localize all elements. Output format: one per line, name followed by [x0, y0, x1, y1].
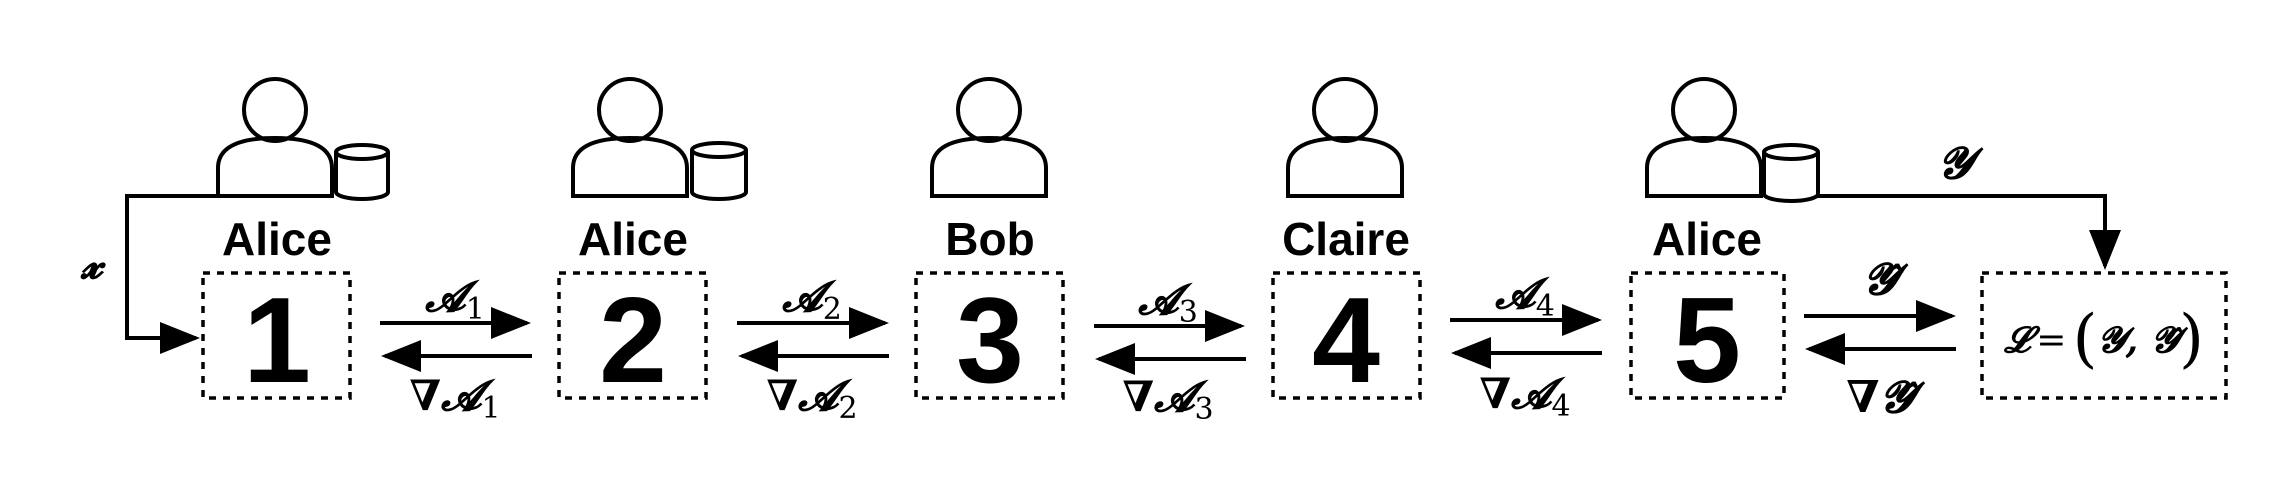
stage-box: [1271, 271, 1422, 400]
backward-gradient-label: ∇𝓐3: [1122, 372, 1213, 427]
link-5-loss: 𝓨̂ ∇𝓨̂: [1804, 254, 1956, 423]
stage-number: 5: [1673, 272, 1741, 408]
stage-number: 3: [956, 272, 1024, 408]
label-path: 𝓨: [1818, 138, 2121, 270]
database-icon: [690, 141, 748, 201]
input-path: 𝔁: [80, 194, 218, 354]
party-4: Claire 4: [1271, 77, 1422, 408]
label-label: 𝓨: [1938, 138, 1984, 189]
backward-prediction-gradient-label: ∇𝓨̂: [1846, 372, 1925, 423]
party-name: Alice: [1652, 213, 1762, 265]
person-icon: [1286, 77, 1404, 198]
database-icon: [1762, 143, 1820, 203]
person-icon: [216, 77, 334, 198]
forward-activation-label: 𝓐3: [1137, 275, 1198, 330]
loss-formula: 𝓛=(𝓨, 𝓨̂): [2003, 302, 2204, 376]
link-2-3: 𝓐2 ∇𝓐2: [737, 272, 889, 426]
input-label: 𝔁: [80, 239, 106, 288]
stage-number: 1: [243, 272, 311, 408]
party-name: Alice: [222, 213, 332, 265]
party-5: Alice 5: [1629, 77, 1820, 408]
person-icon: [571, 77, 689, 198]
forward-activation-label: 𝓐4: [1494, 269, 1555, 324]
stage-box: [201, 271, 352, 400]
link-3-4: 𝓐3 ∇𝓐3: [1094, 275, 1246, 427]
party-3: Bob 3: [914, 77, 1065, 408]
stage-box: [914, 271, 1065, 400]
link-1-2: 𝓐1 ∇𝓐1: [380, 272, 532, 426]
link-4-5: 𝓐4 ∇𝓐4: [1450, 269, 1602, 424]
party-name: Alice: [578, 213, 688, 265]
forward-activation-label: 𝓐1: [424, 272, 485, 327]
backward-gradient-label: ∇𝓐1: [409, 371, 500, 426]
person-icon: [1645, 77, 1763, 198]
loss-box: [1980, 271, 2228, 400]
party-1: Alice 1: [201, 77, 390, 408]
database-icon: [334, 143, 390, 201]
party-name: Claire: [1282, 213, 1410, 265]
backward-gradient-label: ∇𝓐2: [766, 371, 857, 426]
person-icon: [930, 77, 1048, 198]
forward-prediction-label: 𝓨̂: [1863, 254, 1909, 305]
party-name: Bob: [945, 213, 1034, 265]
forward-activation-label: 𝓐2: [781, 272, 842, 327]
stage-box: [557, 271, 708, 400]
stage-box: [1629, 271, 1786, 400]
loss-node: 𝓛=(𝓨, 𝓨̂): [1980, 271, 2228, 400]
backward-gradient-label: ∇𝓐4: [1479, 369, 1570, 424]
stage-number: 4: [1312, 272, 1380, 408]
stage-number: 2: [599, 272, 667, 408]
party-2: Alice 2: [557, 77, 748, 408]
